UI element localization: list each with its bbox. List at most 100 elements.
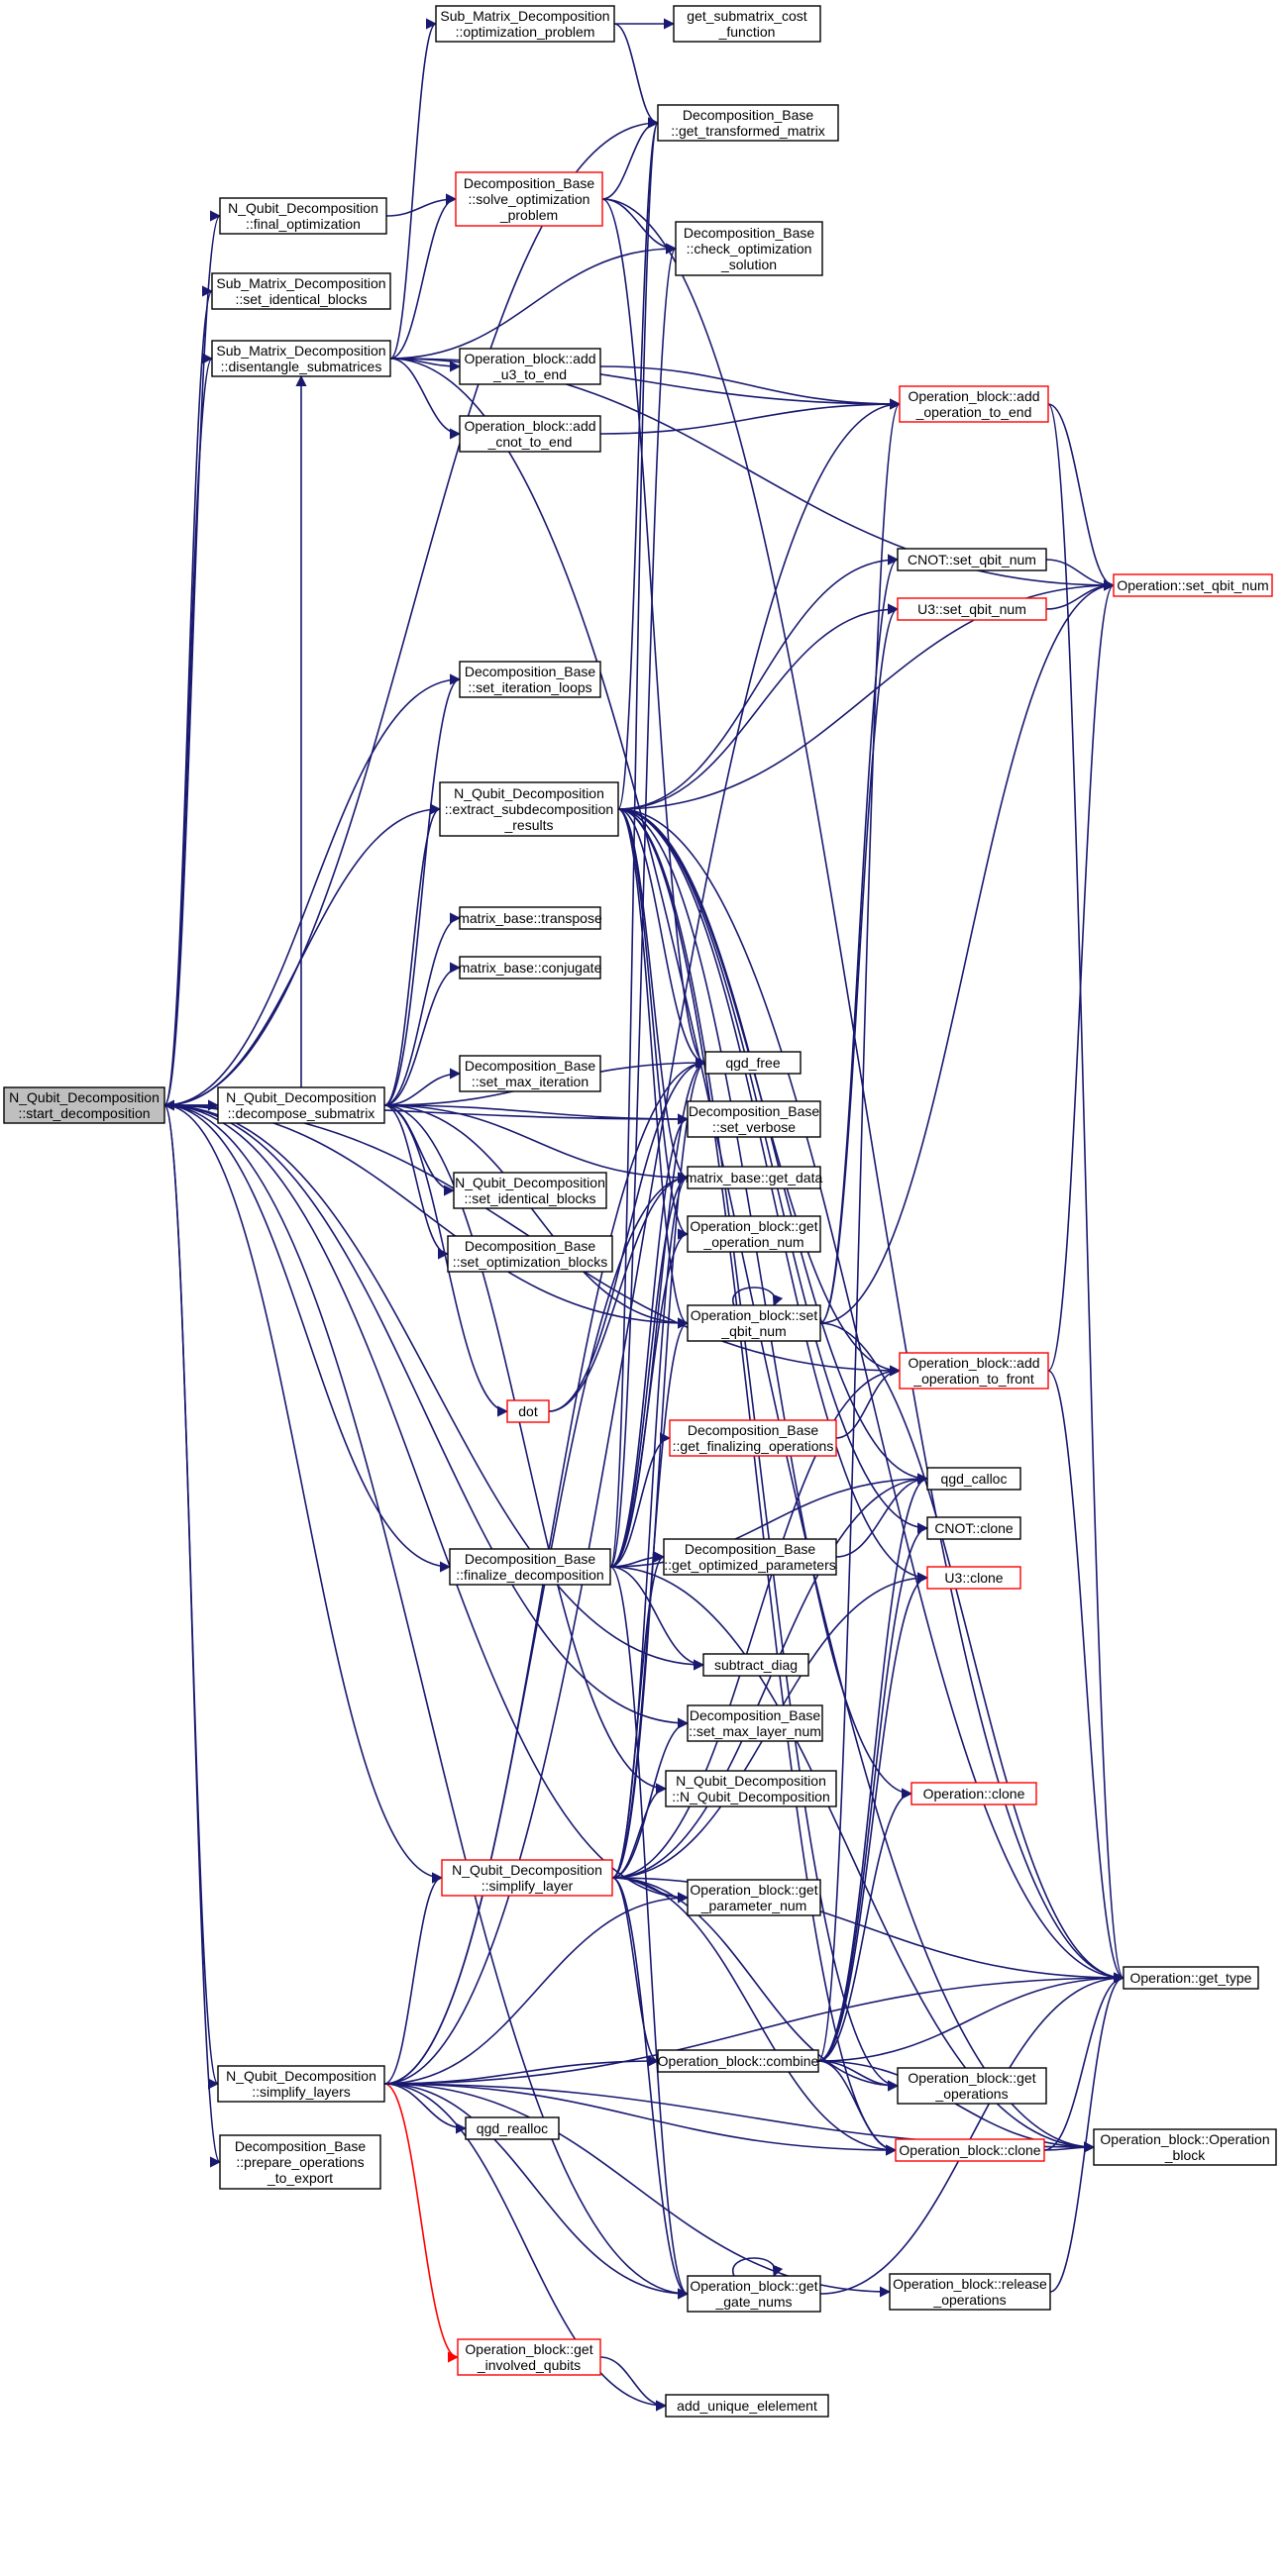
node-label-line: qgd_realloc bbox=[477, 2120, 548, 2136]
node-release-ops[interactable]: Operation_block::release_operations bbox=[889, 2273, 1051, 2311]
node-cnot-clone[interactable]: CNOT::clone bbox=[926, 1516, 1021, 1540]
node-u3-clone[interactable]: U3::clone bbox=[926, 1566, 1021, 1590]
node-get-param-num[interactable]: Operation_block::get_parameter_num bbox=[687, 1879, 821, 1916]
node-get-opt-params[interactable]: Decomposition_Base::get_optimized_parame… bbox=[663, 1538, 837, 1576]
node-dot[interactable]: dot bbox=[506, 1399, 550, 1423]
node-u3-set-qbit[interactable]: U3::set_qbit_num bbox=[897, 597, 1047, 621]
node-simplify-layers[interactable]: N_Qubit_Decomposition::simplify_layers bbox=[217, 2065, 385, 2103]
node-label-line: subtract_diag bbox=[714, 1657, 798, 1673]
node-disentangle[interactable]: Sub_Matrix_Decomposition::disentangle_su… bbox=[211, 340, 391, 377]
node-set-max-iter[interactable]: Decomposition_Base::set_max_iteration bbox=[459, 1055, 601, 1092]
node-start[interactable]: N_Qubit_Decomposition::start_decompositi… bbox=[3, 1086, 165, 1124]
node-conjugate[interactable]: matrix_base::conjugate bbox=[459, 956, 602, 979]
node-add-unique[interactable]: add_unique_elelement bbox=[665, 2394, 829, 2418]
node-box bbox=[1113, 573, 1273, 597]
edge-simplify_layers-to-op_get_type bbox=[383, 1972, 1125, 2085]
node-decompose-sub[interactable]: N_Qubit_Decomposition::decompose_submatr… bbox=[217, 1086, 385, 1124]
node-set-max-layer[interactable]: Decomposition_Base::set_max_layer_num bbox=[687, 1704, 823, 1742]
node-prepare-ops[interactable]: Decomposition_Base::prepare_operations_t… bbox=[219, 2134, 381, 2190]
edge-start-to-get_gate_nums bbox=[163, 1104, 690, 2300]
node-simplify-layer[interactable]: N_Qubit_Decomposition::simplify_layer bbox=[441, 1859, 613, 1897]
node-box bbox=[687, 2275, 821, 2313]
edge-combine-to-op_clone bbox=[817, 1788, 913, 2062]
node-get-op-num[interactable]: Operation_block::get_operation_num bbox=[687, 1215, 821, 1253]
node-label-line: Decomposition_Base bbox=[683, 107, 814, 123]
node-nq-ctor[interactable]: N_Qubit_Decomposition::N_Qubit_Decomposi… bbox=[665, 1770, 837, 1807]
node-add-op-front[interactable]: Operation_block::add_operation_to_front bbox=[899, 1352, 1049, 1390]
node-label-line: N_Qubit_Decomposition bbox=[228, 200, 378, 216]
node-qgd-calloc[interactable]: qgd_calloc bbox=[926, 1467, 1021, 1491]
edge-decompose_sub-to-dot bbox=[383, 1104, 509, 1417]
edge-combine-to-ob_clone bbox=[817, 2060, 898, 2156]
edge-start-to-set_max_layer bbox=[163, 1104, 690, 1729]
nodes-layer: N_Qubit_Decomposition::start_decompositi… bbox=[3, 5, 1277, 2418]
node-label-line: Decomposition_Base bbox=[464, 175, 595, 191]
node-get-gate-nums[interactable]: Operation_block::get_gate_nums bbox=[687, 2275, 821, 2313]
node-finalize[interactable]: Decomposition_Base::finalize_decompositi… bbox=[449, 1548, 611, 1586]
node-op-clone[interactable]: Operation::clone bbox=[910, 1782, 1037, 1805]
node-get-involved[interactable]: Operation_block::get_involved_qubits bbox=[457, 2338, 601, 2376]
node-label-line: _involved_qubits bbox=[477, 2357, 581, 2373]
node-add-op-end[interactable]: Operation_block::add_operation_to_end bbox=[899, 385, 1049, 423]
node-get-final-ops[interactable]: Decomposition_Base::get_finalizing_opera… bbox=[669, 1419, 837, 1457]
node-box bbox=[657, 2049, 819, 2073]
node-qgd-free[interactable]: qgd_free bbox=[704, 1051, 802, 1075]
node-label-line: N_Qubit_Decomposition bbox=[454, 785, 604, 801]
node-add-cnot[interactable]: Operation_block::add_cnot_to_end bbox=[459, 415, 601, 453]
node-ob-clone[interactable]: Operation_block::clone bbox=[895, 2138, 1045, 2162]
edge-ob_set_qbit-to-op_get_type bbox=[819, 1322, 1125, 1984]
node-ob-set-qbit[interactable]: Operation_block::set_qbit_num bbox=[687, 1304, 821, 1342]
edge-cnot_set_qbit-to-op_set_qbit bbox=[1045, 559, 1116, 591]
edge-simplify_layers-to-get_involved bbox=[383, 2083, 460, 2363]
node-get-submatrix-cost[interactable]: get_submatrix_cost_function bbox=[673, 5, 821, 43]
node-label-line: Operation_block::set bbox=[691, 1307, 818, 1323]
edge-decompose_sub-to-set_verbose bbox=[383, 1104, 690, 1125]
node-set-opt-blocks[interactable]: Decomposition_Base::set_optimization_blo… bbox=[447, 1235, 613, 1273]
edge-add_op_front-to-op_get_type bbox=[1047, 1370, 1125, 1984]
edge-combine-to-qgd_calloc bbox=[817, 1473, 929, 2062]
edge-disentangle-to-opt_problem bbox=[389, 18, 438, 360]
node-set-verbose[interactable]: Decomposition_Base::set_verbose bbox=[687, 1100, 821, 1138]
node-check-opt[interactable]: Decomposition_Base::check_optimization_s… bbox=[675, 221, 823, 276]
node-subtract-diag[interactable]: subtract_diag bbox=[702, 1653, 809, 1677]
edge-combine-to-add_op_end bbox=[817, 398, 902, 2062]
node-ob-ctor[interactable]: Operation_block::Operation_block bbox=[1093, 2128, 1277, 2166]
node-get-data[interactable]: matrix_base::get_data bbox=[686, 1166, 823, 1189]
node-combine[interactable]: Operation_block::combine bbox=[657, 2049, 819, 2073]
edge-extract-to-ob_set_qbit bbox=[617, 808, 690, 1329]
node-get-operations[interactable]: Operation_block::get_operations bbox=[897, 2067, 1047, 2105]
node-opt-problem[interactable]: Sub_Matrix_Decomposition::optimization_p… bbox=[435, 5, 615, 43]
node-get-transformed[interactable]: Decomposition_Base::get_transformed_matr… bbox=[657, 104, 839, 142]
node-box bbox=[457, 2338, 601, 2376]
node-label-line: ::solve_optimization bbox=[469, 191, 590, 207]
node-set-iter-loops[interactable]: Decomposition_Base::set_iteration_loops bbox=[459, 661, 601, 698]
edge-finalize-to-get_gate_nums bbox=[609, 1566, 690, 2300]
edge-start-to-simplify_layer bbox=[163, 1104, 444, 1884]
node-label-line: _gate_nums bbox=[714, 2294, 792, 2310]
node-label-line: Operation_block::get bbox=[690, 1218, 817, 1234]
edge-extract-to-get_op_num bbox=[617, 808, 690, 1240]
edge-extract-to-qgd_free bbox=[617, 808, 707, 1069]
edge-finalize-to-set_verbose bbox=[609, 1113, 690, 1568]
node-label-line: dot bbox=[518, 1403, 538, 1419]
node-nq-set-identical[interactable]: N_Qubit_Decomposition::set_identical_blo… bbox=[453, 1172, 607, 1209]
node-op-get-type[interactable]: Operation::get_type bbox=[1123, 1966, 1259, 1990]
node-label-line: N_Qubit_Decomposition bbox=[226, 1089, 376, 1105]
node-label-line: Operation_block::combine bbox=[658, 2053, 819, 2069]
node-label-line: Decomposition_Base bbox=[235, 2138, 367, 2154]
node-smd-set-identical[interactable]: Sub_Matrix_Decomposition::set_identical_… bbox=[211, 272, 391, 310]
node-op-set-qbit[interactable]: Operation::set_qbit_num bbox=[1113, 573, 1273, 597]
node-box bbox=[889, 2273, 1051, 2311]
node-extract[interactable]: N_Qubit_Decomposition::extract_subdecomp… bbox=[439, 781, 619, 837]
edge-combine-to-u3_clone bbox=[817, 1572, 929, 2062]
node-label-line: ::get_transformed_matrix bbox=[671, 123, 825, 139]
node-solve-opt[interactable]: Decomposition_Base::solve_optimization_p… bbox=[455, 171, 603, 227]
node-add-u3[interactable]: Operation_block::add_u3_to_end bbox=[459, 348, 601, 385]
node-label-line: _u3_to_end bbox=[492, 366, 567, 382]
node-transpose[interactable]: matrix_base::transpose bbox=[458, 906, 602, 930]
node-final-opt[interactable]: N_Qubit_Decomposition::final_optimizatio… bbox=[219, 197, 387, 235]
node-qgd-realloc[interactable]: qgd_realloc bbox=[465, 2116, 560, 2140]
edge-simplify_layers-to-simplify_layer bbox=[383, 1872, 444, 2085]
node-cnot-set-qbit[interactable]: CNOT::set_qbit_num bbox=[897, 548, 1047, 571]
